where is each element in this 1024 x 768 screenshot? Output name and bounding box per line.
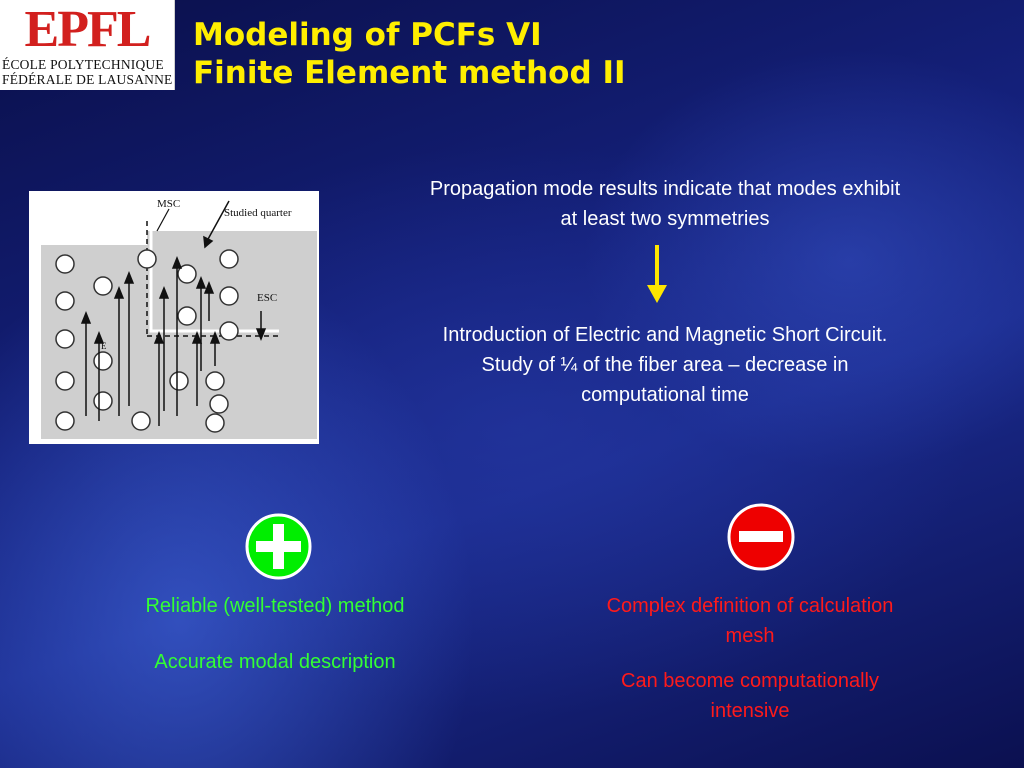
minus-icon [727,503,795,571]
logo-mark: EPFL [24,1,152,58]
title-line-1: Modeling of PCFs VI [193,17,542,53]
arrow-down-icon [647,245,667,303]
pro-item-reliable: Reliable (well-tested) method [145,595,405,617]
field-arrows [80,200,267,426]
con1-line-1: Complex definition of calculation [606,595,894,617]
arrow-up-icon [93,330,105,344]
propagation-line-1: Propagation mode results indicate that m… [429,178,901,200]
label-field: E [101,341,107,351]
arrow-up-icon [113,285,125,299]
circle-hole-icon [55,254,75,274]
epfl-logo: EPFL ÉCOLE POLYTECHNIQUE FÉDÉRALE DE LAU… [0,0,175,90]
intro-line-3: computational time [581,384,749,406]
arrow-up-icon [153,330,165,344]
introduction-text: Introduction of Electric and Magnetic Sh… [350,320,980,410]
arrow-up-icon [158,285,170,299]
pcf-symmetry-figure: MSC Studied quarter ESC E [29,191,319,444]
con2-line-1: Can become computationally [621,670,879,692]
circle-hole-icon [137,249,157,269]
con2-line-2: intensive [710,700,790,722]
intro-line-2: Study of ¼ of the fiber area – decrease … [481,354,849,376]
con-item-intensive: Can become computationally intensive [555,666,945,726]
intro-line-1: Introduction of Electric and Magnetic Sh… [442,324,888,346]
circle-hole-icon [55,411,75,431]
circle-hole-icon [93,391,113,411]
con1-line-2: mesh [725,625,775,647]
logo-line-1: ÉCOLE POLYTECHNIQUE [2,57,164,72]
circle-hole-icon [55,329,75,349]
label-studied-quarter: Studied quarter [224,207,292,219]
arrow-up-icon [171,255,183,269]
circle-hole-icon [55,291,75,311]
arrow-up-icon [203,280,215,294]
propagation-line-2: at least two symmetries [560,208,770,230]
con-item-complex-mesh: Complex definition of calculation mesh [555,591,945,651]
circle-hole-icon [219,286,239,306]
circle-hole-icon [55,371,75,391]
label-msc: MSC [157,198,180,210]
pro-item-accurate: Accurate modal description [154,651,396,673]
circle-hole-icon [205,371,225,391]
circle-hole-icon [93,351,113,371]
arrow-up-icon [80,310,92,324]
plus-icon [245,513,312,580]
arrow-up-icon [195,275,207,289]
arrow-up-icon [123,270,135,284]
figure-drawing: MSC Studied quarter ESC E [41,198,317,439]
circle-hole-icon [177,264,197,284]
circle-hole-icon [219,321,239,341]
logo-line-2: FÉDÉRALE DE LAUSANNE [2,72,173,87]
circle-hole-icon [169,371,189,391]
circle-hole-icon [93,276,113,296]
circle-hole-icon [209,394,229,414]
propagation-text: Propagation mode results indicate that m… [350,174,980,234]
circle-hole-icon [205,413,225,433]
circle-hole-icon [131,411,151,431]
slide-title: Modeling of PCFs VI Finite Element metho… [193,16,626,92]
title-line-2: Finite Element method II [193,55,626,91]
arrow-up-icon [209,330,221,344]
arrow-down-icon [255,328,267,342]
arrow-up-icon [191,330,203,344]
circle-hole-icon [177,306,197,326]
callout-arrow-icon [203,235,214,249]
circle-hole-icon [219,249,239,269]
label-esc: ESC [257,292,277,304]
